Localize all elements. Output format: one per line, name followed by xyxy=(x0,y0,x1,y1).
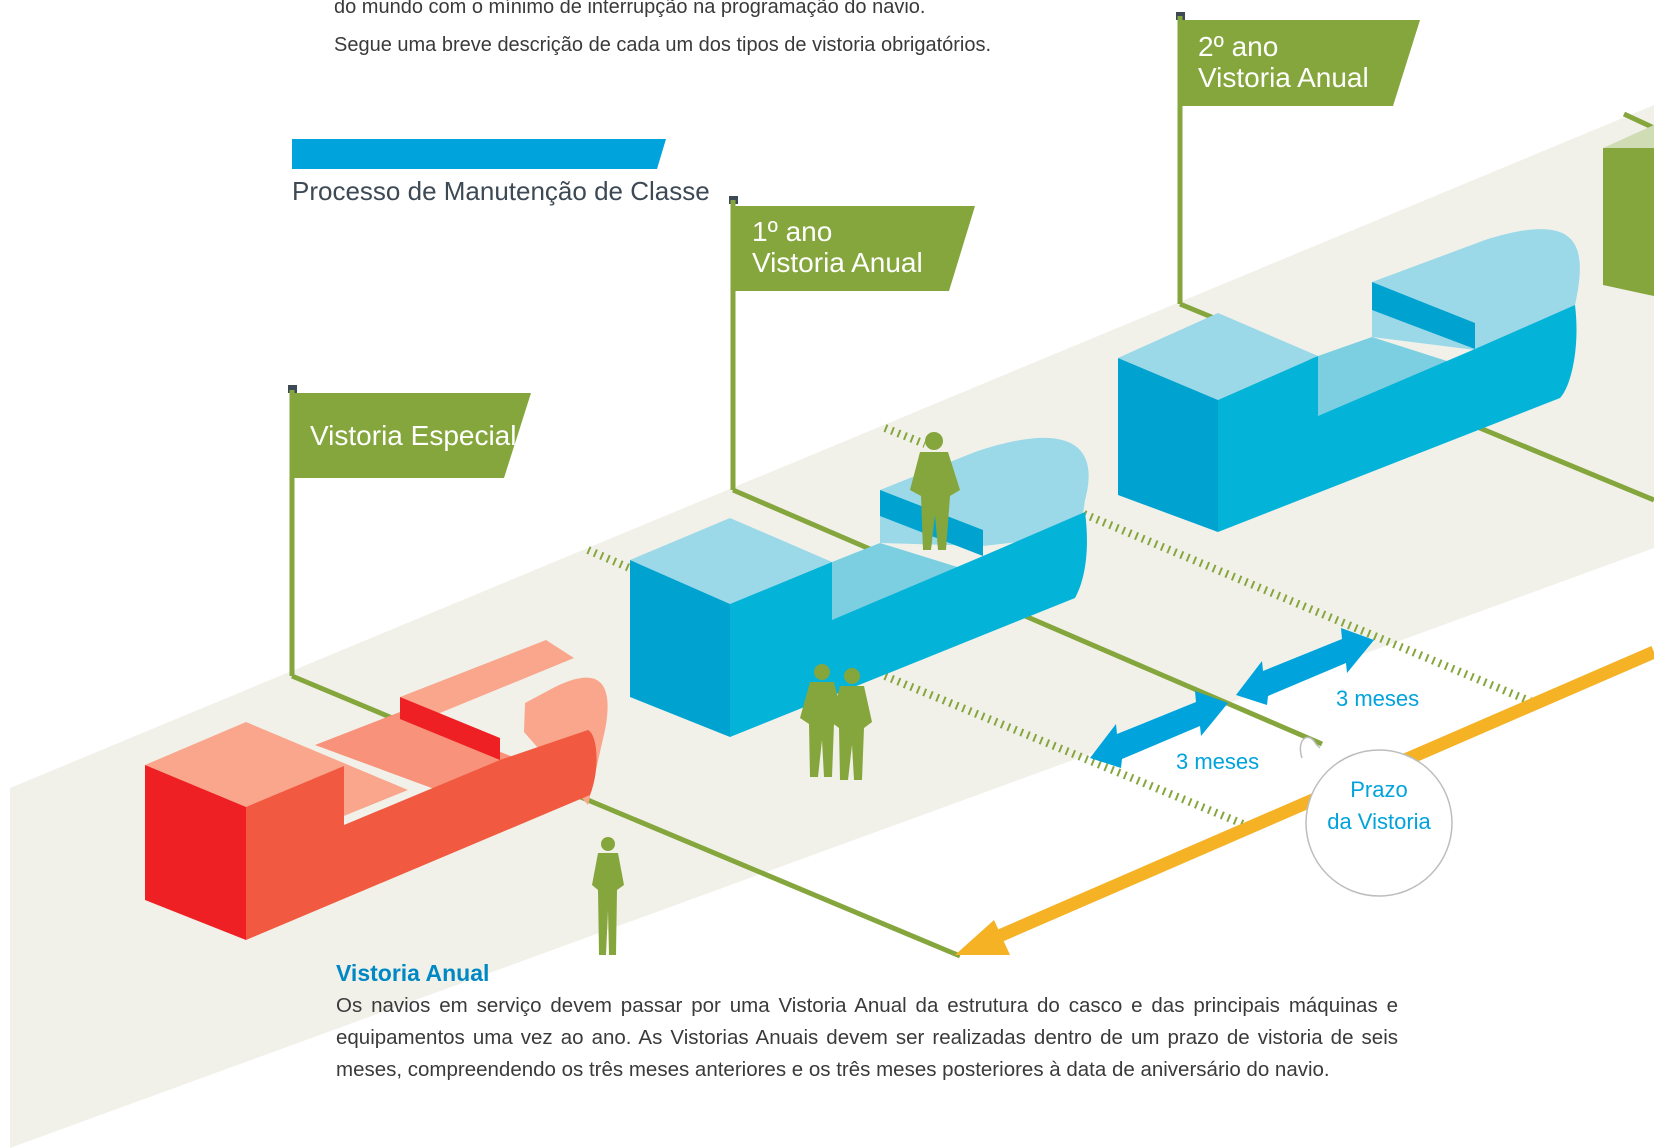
prazo-callout xyxy=(1299,736,1453,897)
person-icon xyxy=(800,664,843,777)
window-after-label: 3 meses xyxy=(1336,686,1420,711)
prazo-label: Prazo da Vistoria xyxy=(1309,774,1449,838)
flag-label-year-1-line2: Vistoria Anual xyxy=(752,247,923,278)
ship-blue-year-1 xyxy=(630,437,1089,737)
person-icon xyxy=(831,668,872,780)
section-heading: Vistoria Anual xyxy=(336,960,490,986)
flag-label-year-1-line1: 1º ano xyxy=(752,216,833,247)
intro-line-1: do mundo com o mínimo de interrupção na … xyxy=(334,0,926,18)
flag-year-2 xyxy=(1176,12,1420,304)
flag-label-year-2-line2: Vistoria Anual xyxy=(1198,62,1369,93)
flag-vistoria-especial xyxy=(288,385,531,676)
prazo-label-line2: da Vistoria xyxy=(1327,809,1431,834)
prazo-label-line1: Prazo xyxy=(1350,777,1408,802)
flag-label-year-2-line1: 2º ano xyxy=(1198,31,1279,62)
person-icon xyxy=(910,432,960,550)
window-before-label: 3 meses xyxy=(1176,749,1260,774)
flag-label-year-2: 2º ano Vistoria Anual xyxy=(1198,31,1369,93)
person-icon xyxy=(592,837,624,955)
title-accent-bar xyxy=(292,139,666,169)
section-body: Os navios em serviço devem passar por um… xyxy=(336,994,1398,1081)
intro-line-2: Segue uma breve descrição de cada um dos… xyxy=(334,34,992,56)
double-arrow-icon xyxy=(1090,628,1374,768)
ship-blue-year-2 xyxy=(1118,229,1580,532)
ship-red xyxy=(145,640,608,940)
flag-year-3 xyxy=(1603,111,1654,296)
survey-window-lines xyxy=(586,424,1534,830)
arrow-head-icon xyxy=(955,920,1010,955)
diagram-title: Processo de Manutenção de Classe xyxy=(292,176,710,206)
flag-year-1 xyxy=(729,196,975,490)
flag-label-especial: Vistoria Especial xyxy=(310,420,517,451)
flag-label-year-1: 1º ano Vistoria Anual xyxy=(752,216,923,278)
